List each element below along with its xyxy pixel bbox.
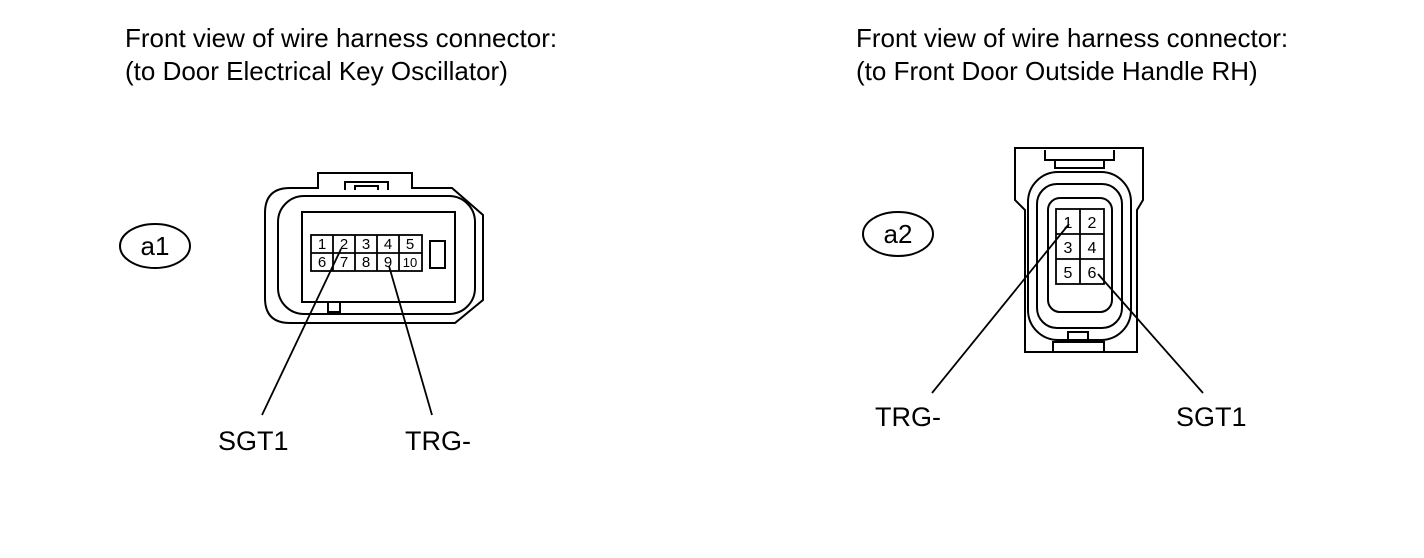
connector-a2-pin-3: 3: [1064, 240, 1073, 257]
connector-a2-trg-leader: [931, 223, 1070, 394]
connector-a1-trg-leader: [388, 265, 433, 416]
connector-a1-tag: a1: [141, 231, 170, 261]
connector-a1-title-line1: Front view of wire harness connector:: [125, 23, 558, 53]
connector-a1-pin-5: 5: [406, 236, 414, 253]
connector-a1-pin-3: 3: [362, 236, 370, 253]
connector-a2-housing: [1014, 147, 1144, 353]
connector-a1-title-line2: (to Door Electrical Key Oscillator): [125, 56, 508, 86]
connector-a1-label-sgt1: SGT1: [218, 426, 289, 456]
connector-a2-tag-oval: [862, 211, 934, 257]
connector-a1-housing: [264, 172, 484, 324]
connector-a2-label-sgt1: SGT1: [1176, 402, 1247, 432]
connector-a2-pin-1: 1: [1064, 215, 1073, 232]
connector-a1-tag-oval: [119, 223, 191, 269]
connector-a2-title-line1: Front view of wire harness connector:: [856, 23, 1289, 53]
connector-a2-tag: a2: [884, 219, 913, 249]
connector-a1-pin-6: 6: [318, 254, 326, 271]
connector-a2-pin-grid: [1055, 208, 1105, 285]
connector-a2-pin-5: 5: [1064, 265, 1073, 282]
connector-a1-pin-2: 2: [340, 236, 348, 253]
connector-a2-title: Front view of wire harness connector: (t…: [856, 22, 1288, 88]
connector-a2-title-line2: (to Front Door Outside Handle RH): [856, 56, 1258, 86]
connector-a2-sgt1-leader: [1097, 273, 1204, 394]
connector-a1-title: Front view of wire harness connector: (t…: [125, 22, 557, 88]
connector-a1-pin-7: 7: [340, 254, 348, 271]
connector-a2-pin-6: 6: [1088, 265, 1097, 282]
connector-a1-pin-4: 4: [384, 236, 392, 253]
connector-a2-label-trg: TRG-: [875, 402, 941, 432]
connector-a1-pin-9: 9: [384, 254, 392, 271]
connector-a1-pin-10: 10: [403, 255, 417, 270]
connector-a2-pin-4: 4: [1088, 240, 1097, 257]
connector-a1-label-trg: TRG-: [405, 426, 471, 456]
connector-a2-pin-2: 2: [1088, 215, 1097, 232]
connector-a1-pin-8: 8: [362, 254, 370, 271]
connector-a1-sgt1-leader: [261, 248, 342, 416]
connector-a1-pin-1: 1: [318, 236, 326, 253]
